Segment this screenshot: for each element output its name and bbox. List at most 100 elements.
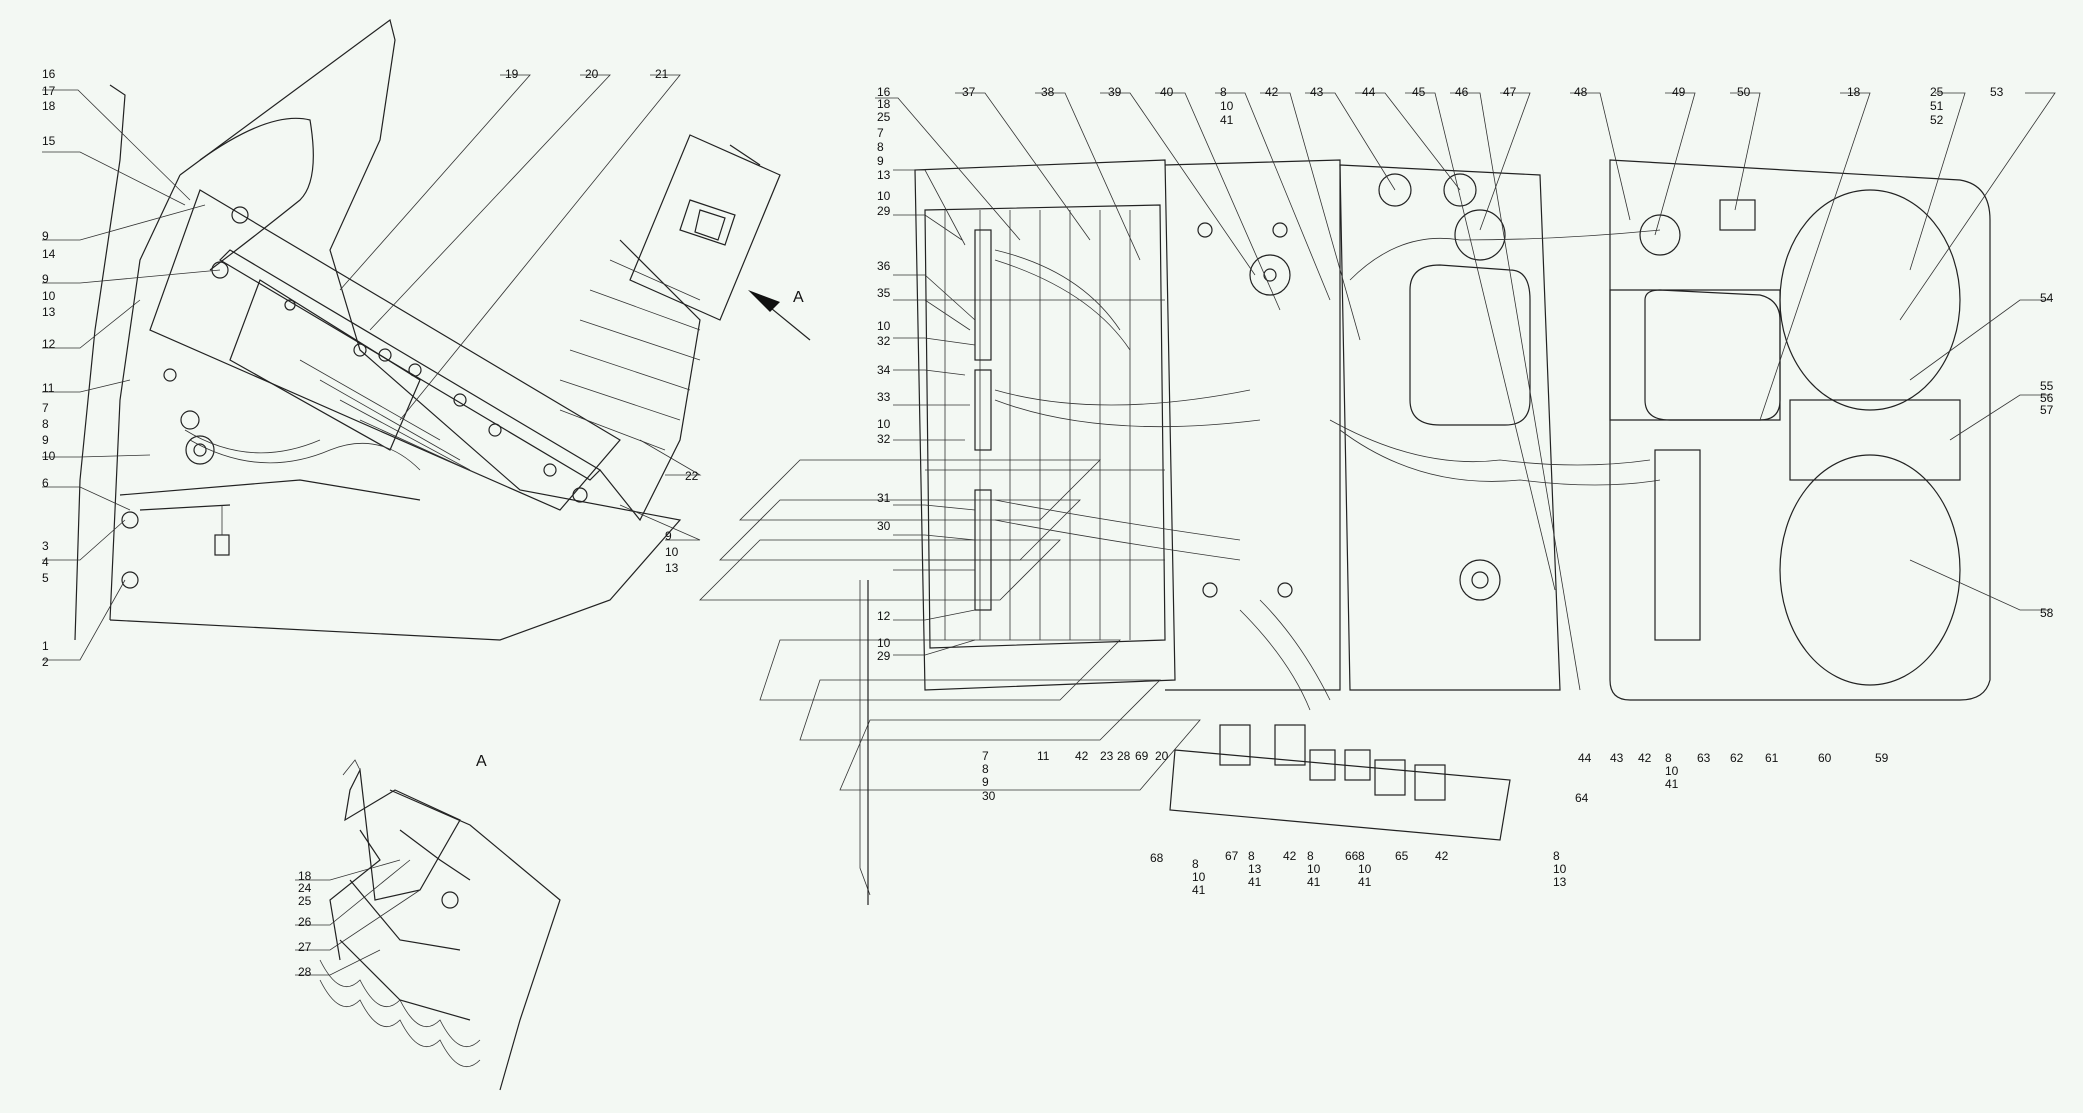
callout-label: 44 [1578,751,1592,765]
callout-label: 33 [877,390,891,404]
left-assembly-view [74,18,781,641]
callout-label: 8 [1220,85,1227,99]
callout-label: 12 [877,609,891,623]
callout-label: 10 [877,417,891,431]
callout-label: 62 [1730,751,1744,765]
callout-label: 10 [1192,870,1206,884]
callout-label: 23 [1100,749,1114,763]
callout-label: 31 [877,491,891,505]
callout-label: 41 [1665,777,1679,791]
callout-label: 42 [1075,749,1089,763]
callout-label: 20 [1155,749,1169,763]
callout-label: 10 [1553,862,1567,876]
callout-label: 30 [982,789,996,803]
detail-view-a [319,759,561,1091]
callout-label: 42 [1638,751,1652,765]
callout-label: 8 [1192,857,1199,871]
callout-label: 2 [42,655,49,669]
callout-label: 25 [1930,85,1944,99]
callout-label: 55 [2040,379,2054,393]
callout-label: 24 [298,881,312,895]
callout-label: 10 [42,289,56,303]
callout-label: 10 [877,189,891,203]
callout-label: 35 [877,286,891,300]
callout-label: 60 [1818,751,1832,765]
callout-label: 21 [655,67,669,81]
callout-label: 13 [877,168,891,182]
callout-label: 18 [1847,85,1861,99]
callout-label: 47 [1503,85,1517,99]
callout-label: 7 [42,401,49,415]
callout-label: 1 [42,639,49,653]
callout-label: 49 [1672,85,1686,99]
callout-label: 41 [1248,875,1262,889]
left-leader-lines [42,74,811,661]
callout-label: 64 [1575,791,1589,805]
callout-label: 13 [665,561,679,575]
callout-label: 34 [877,363,891,377]
callout-label: 43 [1310,85,1324,99]
callout-label: 14 [42,247,56,261]
callout-label: 9 [42,433,49,447]
callout-label: 8 [982,762,989,776]
callout-label: 8 [877,140,884,154]
callout-label: 61 [1765,751,1779,765]
callout-label: 45 [1412,85,1426,99]
callout-label: 42 [1435,849,1449,863]
callout-label: 10 [1220,99,1234,113]
callout-label: 29 [877,204,891,218]
callout-label: 43 [1610,751,1624,765]
right-leader-lines [859,92,2056,905]
callout-label: 8 [42,417,49,431]
callout-label: 8 [1358,849,1365,863]
callout-label: 41 [1192,883,1206,897]
callout-label: 42 [1265,85,1279,99]
callout-label: 10 [877,319,891,333]
callout-label: 29 [877,649,891,663]
callout-label: 66 [1345,849,1359,863]
callout-label: 18 [298,869,312,883]
callout-label: 9 [42,272,49,286]
detail-label: A [476,753,487,770]
callout-label: 3 [42,539,49,553]
callout-label: 68 [1150,851,1164,865]
callout-label: 41 [1307,875,1321,889]
callout-label: 8 [1307,849,1314,863]
callout-label: 10 [1358,862,1372,876]
callout-label: 44 [1362,85,1376,99]
callout-label: 69 [1135,749,1149,763]
view-arrow-label: A [793,289,804,306]
callout-label: 9 [665,529,672,543]
callout-label: 65 [1395,849,1409,863]
callout-label: 19 [505,67,519,81]
callout-label: 50 [1737,85,1751,99]
callout-label: 18 [42,99,56,113]
detail-leader-lines [295,859,421,976]
callout-label: 32 [877,432,891,446]
callout-label: 11 [42,381,55,395]
callout-label: 46 [1455,85,1469,99]
callout-label: 52 [1930,113,1944,127]
callout-label: 41 [1358,875,1372,889]
callout-label: 27 [298,940,312,954]
callout-label: 38 [1041,85,1055,99]
callout-label: 41 [1220,113,1234,127]
callout-label: 5 [42,571,49,585]
callout-label: 28 [1117,749,1131,763]
callout-label: 16 [42,67,56,81]
callout-label: 25 [298,894,312,908]
callout-label: 6 [42,476,49,490]
callout-label: 42 [1283,849,1297,863]
callout-label: 57 [2040,403,2054,417]
callout-label: 4 [42,555,49,569]
callout-label: 20 [585,67,599,81]
callout-label: 22 [685,469,699,483]
callout-label: 56 [2040,391,2054,405]
callout-label: 8 [1553,849,1560,863]
callout-label: 54 [2040,291,2054,305]
callout-label: 10 [42,449,56,463]
callout-label: 13 [1248,862,1262,876]
callout-label: 13 [42,305,56,319]
